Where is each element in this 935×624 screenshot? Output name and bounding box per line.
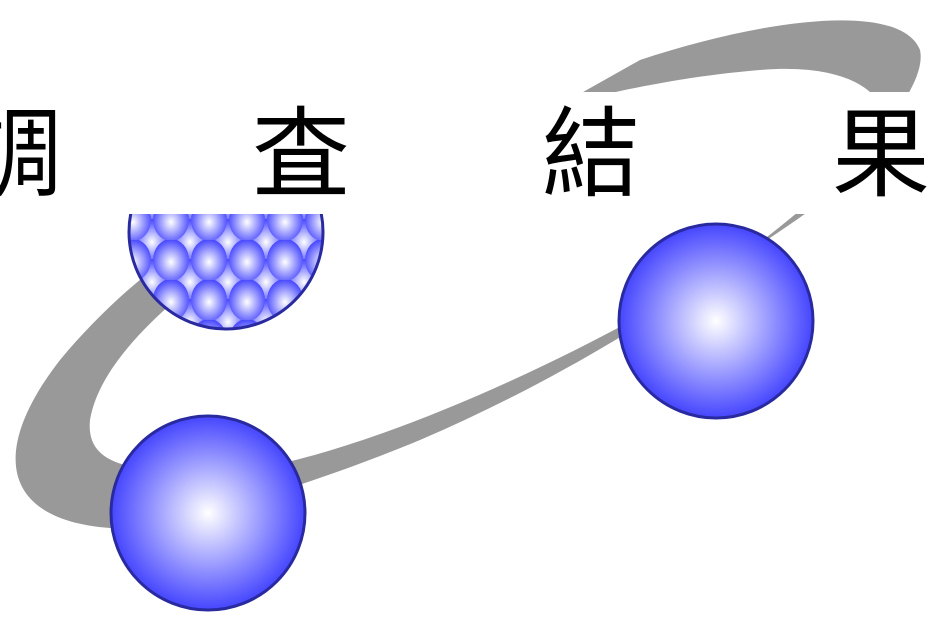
title-char-4: 果 [832,98,931,212]
title-char-3: 結 [542,98,641,212]
title-char-2: 査 [252,98,351,212]
title-char-1: 調 [0,98,63,212]
sphere-bottom-left [109,414,307,612]
sphere-right [617,222,815,420]
title-band [0,92,935,214]
